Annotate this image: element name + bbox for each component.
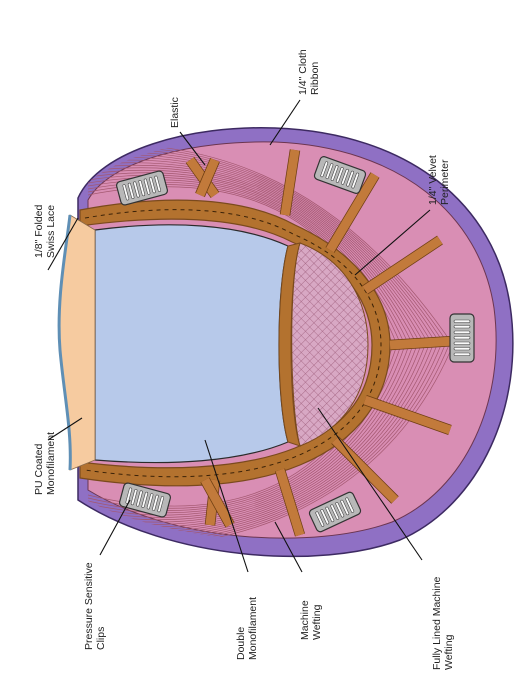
leader-swiss-lace [47,217,79,271]
cloth-ribbon-bar [362,236,443,294]
leader-cloth-ribbon [269,99,301,146]
crown-mesh [291,242,369,447]
cloth-ribbon-bar [195,158,220,197]
label-swiss-lace: 1/8" Folded Swiss Lace [33,202,57,258]
leader-pressure-clips [99,499,131,556]
double-monofilament-panel [94,224,289,464]
leader-elastic [179,131,206,166]
cloth-ribbon-bar [363,395,452,435]
label-elastic: Elastic [169,97,181,128]
label-double-mono: Double Monofilament [235,597,259,660]
leader-velvet-perimeter [354,209,431,276]
label-pressure-clips: Pressure Sensitive Clips [83,560,107,650]
pressure-clip [313,156,367,194]
label-cloth-ribbon: 1/4" Cloth Ribbon [297,46,321,95]
leader-lines [47,99,431,573]
pressure-clip [308,491,362,533]
label-machine-wefting: Machine Wefting [299,597,323,640]
pressure-clip [116,170,168,206]
clip-group [116,156,475,533]
pressure-clip [449,313,475,363]
double-monofilament-border [278,242,301,447]
label-fully-lined: Fully Lined Machine Wefting [431,574,455,670]
pressure-clip [119,482,171,518]
leader-machine-wefting [274,521,303,573]
cloth-ribbon-bar [201,477,234,528]
label-pu-coated: PU Coated Monofilament [33,432,57,495]
cloth-ribbon-bar [331,436,399,504]
leader-fully-lined [317,407,423,561]
leader-pu-coated [47,417,83,441]
label-velvet-perimeter: 1/4" Velvet Perimeter [427,152,451,205]
cloth-ribbon-bar [280,149,300,216]
leader-double-mono [204,439,249,573]
cloth-ribbon-bar [275,468,305,537]
ribbon-group [185,149,471,537]
velvet-stitching [84,209,382,478]
swiss-lace-edge [57,214,72,471]
cloth-ribbon-bar [326,172,379,253]
